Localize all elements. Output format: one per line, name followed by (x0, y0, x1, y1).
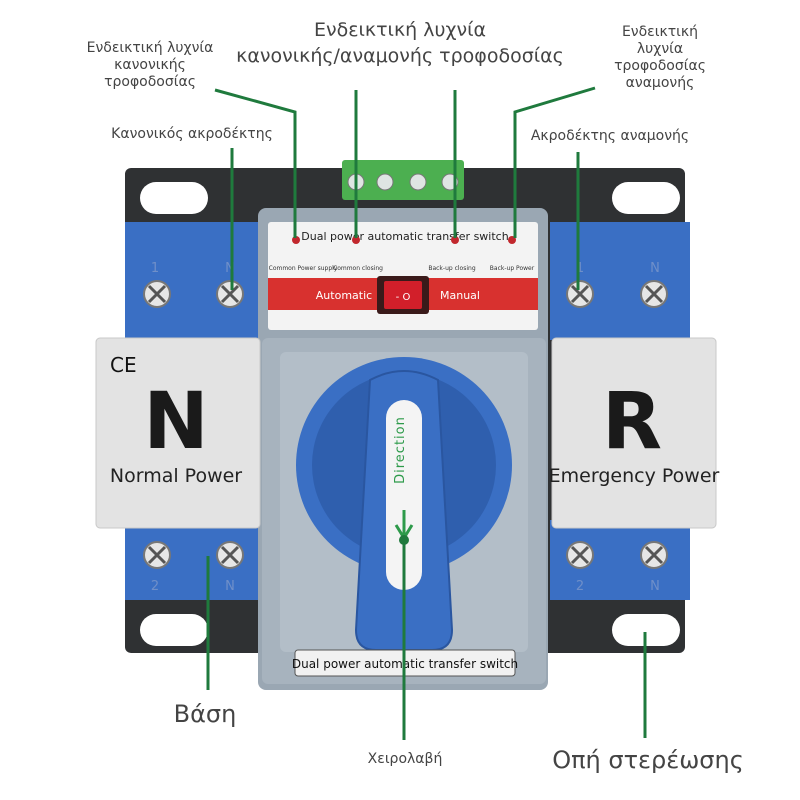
callout-handle: Χειρολαβή (368, 751, 443, 767)
callout-normal-terminal: Κανονικός ακροδέκτης (111, 126, 273, 142)
handle-indicator-strip (386, 400, 422, 590)
terminal-label: N (225, 261, 235, 276)
screw-icon (376, 173, 394, 191)
signal-connector (342, 160, 464, 200)
leader-dot (399, 535, 409, 545)
terminal-label: 1 (576, 261, 584, 276)
terminal-label: 2 (576, 579, 584, 594)
screw-icon (216, 280, 244, 308)
leader-lines (206, 86, 647, 740)
top-right-terminal-block (550, 222, 690, 340)
handle-direction-text: Direction (393, 416, 408, 484)
normal-power-module (95, 337, 261, 529)
panel-title: Dual power automatic transfer switch (301, 230, 508, 243)
screw-icon (216, 541, 244, 569)
emergency-letter: R (602, 377, 662, 467)
terminal-label: 2 (151, 579, 159, 594)
normal-letter: N (143, 377, 208, 467)
callout-normal-indicator-line2: κανονικής (114, 57, 186, 73)
terminal-label: N (225, 579, 235, 594)
screw-icon (409, 173, 427, 191)
ce-mark: CE (110, 353, 137, 377)
callout-backup-terminal: Ακροδέκτης αναμονής (531, 128, 689, 144)
callout-backup-indicator-line1: Ενδεικτική (622, 24, 698, 40)
screw-icon (640, 541, 668, 569)
mounting-hole-top-left (140, 182, 208, 214)
callout-base: Βάση (174, 700, 237, 728)
indicator-label: Back-up Power (490, 265, 535, 272)
leader-normal-indicator (214, 88, 297, 238)
indicator-label: Back-up closing (428, 265, 475, 272)
mode-label-automatic: Automatic (316, 289, 372, 302)
callout-backup-indicator-line3: τροφοδοσίας (614, 58, 706, 74)
callout-normal-indicator-line3: τροφοδοσίας (104, 74, 196, 90)
indicator-label: Common closing (333, 265, 383, 272)
terminal-label: N (650, 579, 660, 594)
screw-icon (566, 280, 594, 308)
emergency-power-module (551, 337, 717, 529)
callout-normal-indicator-line1: Ενδεικτική λυχνία (87, 40, 214, 56)
screw-icon (143, 280, 171, 308)
terminal-label: 1 (151, 261, 159, 276)
screw-icon (566, 541, 594, 569)
screw-icon (143, 541, 171, 569)
mounting-hole-bottom-right (612, 614, 680, 646)
indicator-label: Common Power supply (269, 265, 338, 272)
normal-power-label: Normal Power (110, 465, 242, 487)
callout-both-indicator-line2: κανονικής/αναμονής τροφοδοσίας (236, 45, 564, 67)
callout-both-indicator-line1: Ενδεικτική λυχνία (314, 19, 486, 41)
rocker-mark: - O (396, 292, 411, 303)
indicator-lamp-common-closing (352, 236, 360, 244)
emergency-power-label: Emergency Power (549, 465, 720, 487)
screw-icon (640, 280, 668, 308)
rocker-face (384, 281, 422, 309)
terminal-label: N (650, 261, 660, 276)
mounting-hole-top-right (612, 182, 680, 214)
callout-backup-indicator-line4: αναμονής (626, 75, 695, 91)
indicator-lamp-backup-closing (451, 236, 459, 244)
callout-backup-indicator-line2: λυχνία (637, 41, 683, 57)
mounting-hole-bottom-left (140, 614, 208, 646)
mode-label-manual: Manual (440, 289, 480, 302)
callout-mounting-hole: Οπή στερέωσης (552, 746, 744, 774)
leader-backup-indicator (513, 86, 596, 238)
top-left-terminal-block (125, 222, 267, 340)
